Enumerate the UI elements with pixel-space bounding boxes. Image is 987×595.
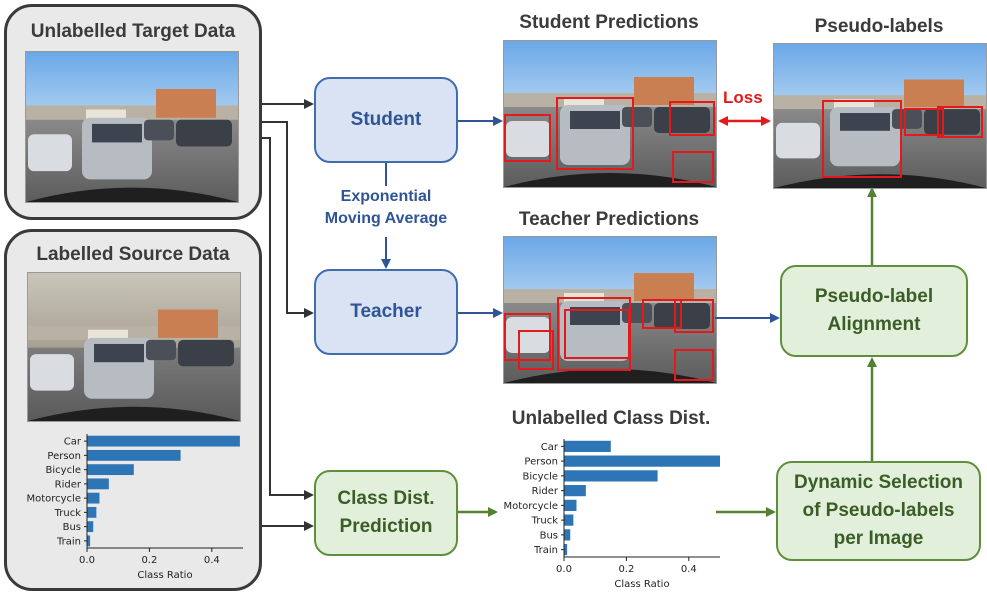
student-predictions-image [503, 40, 717, 188]
street-scene [26, 88, 238, 202]
detection-box [669, 101, 715, 136]
student-node: Student [314, 77, 458, 163]
arrow-target-to-teacher [262, 121, 314, 318]
x-tick-label: 0.0 [79, 555, 95, 566]
dynamic-selection-node: Dynamic Selection of Pseudo-labels per Ima… [776, 461, 981, 561]
detection-box [822, 100, 902, 178]
bar-bus [564, 529, 571, 541]
pseudo-labels-title: Pseudo-labels [814, 16, 944, 37]
category-label: Bus [63, 522, 81, 533]
detection-box [556, 97, 634, 170]
street-scene [28, 309, 240, 421]
student-predictions-title: Student Predictions [519, 12, 699, 33]
dynamic-selection-text: Dynamic Selection of Pseudo-labels per Ima… [794, 469, 963, 553]
class-dist-prediction-node: Class Dist. Prediction [314, 470, 458, 556]
bar-rider [87, 478, 109, 490]
bar-person [87, 449, 181, 461]
x-tick-label: 0.2 [618, 564, 634, 575]
detection-box [674, 299, 714, 333]
street-scene [504, 273, 716, 383]
bar-bicycle [87, 464, 134, 476]
bar-rider [564, 485, 586, 497]
category-label: Bicycle [523, 471, 558, 482]
category-label: Bus [540, 530, 558, 541]
x-tick-label: 0.2 [141, 555, 157, 566]
loss-label: Loss [723, 88, 763, 107]
bar-person [564, 455, 720, 467]
labelled-source-title: Labelled Source Data [36, 244, 230, 265]
pseudo-labels-image [773, 43, 987, 189]
category-label: Car [541, 442, 559, 453]
detection-box [672, 151, 714, 183]
node-dynamic-line: Dynamic Selection [794, 472, 963, 493]
bar-train [87, 535, 91, 547]
category-label: Person [524, 457, 558, 468]
detection-box [904, 108, 944, 136]
bar-bicycle [564, 470, 658, 482]
class-dist-prediction-text: Class Dist. Prediction [337, 485, 434, 541]
arrow-target-to-classpred [262, 137, 314, 500]
x-tick-label: 0.0 [556, 564, 572, 575]
street-scene [504, 77, 716, 187]
teacher-node: Teacher [314, 269, 458, 355]
category-label: Rider [532, 486, 559, 497]
detection-box [642, 299, 682, 329]
category-label: Train [56, 536, 81, 547]
unlabelled-target-title: Unlabelled Target Data [30, 21, 236, 42]
node-dynamic-line: per Image [833, 528, 924, 549]
detection-box [564, 309, 630, 359]
x-axis-label: Class Ratio [614, 579, 669, 590]
bar-motorcycle [564, 499, 577, 511]
category-label: Car [64, 437, 82, 448]
bar-truck [564, 514, 574, 526]
bar-car [564, 440, 611, 452]
ema-text-line: Exponential [340, 188, 432, 205]
node-align-line: Alignment [827, 314, 921, 335]
node-dynamic-line: of Pseudo-labels [802, 500, 955, 521]
detection-box [557, 297, 631, 371]
category-label: Truck [54, 508, 82, 519]
teacher-predictions-image [503, 236, 717, 384]
teacher-predictions-title: Teacher Predictions [518, 209, 700, 230]
category-label: Rider [55, 479, 82, 490]
bar-truck [87, 506, 97, 518]
unlabelled-class-dist-title: Unlabelled Class Dist. [511, 408, 711, 429]
bar-car [87, 435, 240, 447]
node-classpred-line: Class Dist. [337, 488, 435, 509]
category-label: Motorcycle [26, 494, 81, 505]
node-align-line: Pseudo-label [814, 286, 934, 307]
detection-box [674, 349, 714, 381]
node-classpred-line: Prediction [339, 516, 433, 537]
category-label: Motorcycle [503, 501, 558, 512]
detection-box [937, 106, 983, 138]
x-tick-label: 0.4 [681, 564, 697, 575]
bar-motorcycle [87, 492, 100, 504]
detection-box [518, 330, 554, 370]
bar-bus [87, 521, 94, 533]
target-street-image [25, 51, 239, 203]
category-label: Truck [531, 516, 559, 527]
unlabelled-target-panel: Unlabelled Target Data [4, 4, 262, 220]
source-street-image [27, 272, 241, 422]
detection-box [504, 114, 551, 162]
category-label: Bicycle [46, 465, 81, 476]
category-label: Person [47, 451, 81, 462]
ema-text-line: Moving Average [324, 210, 448, 227]
category-label: Train [533, 545, 558, 556]
x-tick-label: 0.4 [204, 555, 220, 566]
x-axis-label: Class Ratio [137, 570, 192, 581]
detection-box [504, 313, 551, 361]
bar-train [564, 544, 568, 556]
